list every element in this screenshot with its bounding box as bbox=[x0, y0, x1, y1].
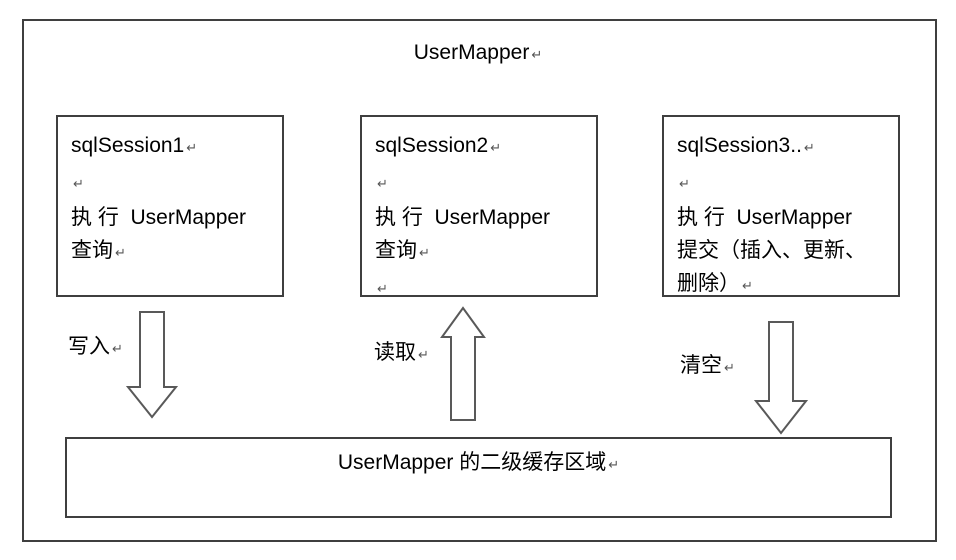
session-box-body-line: 删除）↵ bbox=[677, 267, 885, 295]
blank-line: ↵ bbox=[375, 165, 583, 201]
paragraph-mark-icon: ↵ bbox=[419, 246, 430, 261]
write-arrow-down-icon bbox=[126, 311, 178, 419]
body-text: 删除） bbox=[677, 272, 740, 295]
session-box-sqlsession3: sqlSession3..↵ ↵ 执 行 UserMapper 提交（插入、更新… bbox=[662, 115, 900, 297]
blank-line: ↵ bbox=[71, 165, 269, 201]
paragraph-mark-icon: ↵ bbox=[490, 141, 502, 156]
read-label: 读取↵ bbox=[374, 340, 429, 369]
label-text: 读取 bbox=[374, 341, 416, 364]
paragraph-mark-icon: ↵ bbox=[679, 177, 690, 192]
paragraph-mark-icon: ↵ bbox=[418, 348, 429, 363]
session-box-body-line: 执 行 UserMapper bbox=[677, 201, 885, 234]
body-text: 执 行 UserMapper bbox=[375, 206, 551, 229]
read-arrow-up-icon bbox=[440, 306, 486, 421]
session-box-title-line: sqlSession1↵ bbox=[71, 129, 269, 165]
session-box-body-line: 查询↵ bbox=[71, 234, 269, 270]
second-level-cache-box: UserMapper 的二级缓存区域↵ bbox=[65, 437, 892, 518]
label-text: 清空 bbox=[680, 354, 722, 377]
clear-label: 清空↵ bbox=[680, 353, 735, 382]
paragraph-mark-icon: ↵ bbox=[73, 177, 84, 192]
write-label: 写入↵ bbox=[68, 334, 123, 363]
blank-line: ↵ bbox=[375, 270, 583, 297]
paragraph-mark-icon: ↵ bbox=[531, 48, 543, 63]
session-box-body-line: 执 行 UserMapper bbox=[71, 201, 269, 234]
diagram-title-text: UserMapper bbox=[413, 41, 530, 64]
body-text: 执 行 UserMapper bbox=[71, 206, 247, 229]
session-box-sqlsession1: sqlSession1↵ ↵ 执 行 UserMapper 查询↵ bbox=[56, 115, 284, 297]
session-box-body-line: 查询↵ bbox=[375, 234, 583, 270]
paragraph-mark-icon: ↵ bbox=[803, 141, 815, 156]
cache-box-label: UserMapper 的二级缓存区域 bbox=[337, 451, 607, 474]
session-box-body-line: 提交（插入、更新、 bbox=[677, 234, 885, 267]
session-box-sqlsession2: sqlSession2↵ ↵ 执 行 UserMapper 查询↵ ↵ bbox=[360, 115, 598, 297]
body-text: 提交（插入、更新、 bbox=[677, 239, 866, 262]
body-text: 查询 bbox=[375, 239, 417, 262]
paragraph-mark-icon: ↵ bbox=[112, 342, 123, 357]
blank-line: ↵ bbox=[677, 165, 885, 201]
session-box-title: sqlSession2 bbox=[375, 134, 489, 157]
label-text: 写入 bbox=[68, 335, 110, 358]
session-box-title-line: sqlSession2↵ bbox=[375, 129, 583, 165]
session-box-title: sqlSession3.. bbox=[677, 134, 802, 157]
clear-arrow-down-icon bbox=[754, 321, 808, 435]
body-text: 查询 bbox=[71, 239, 113, 262]
body-text: 执 行 UserMapper bbox=[677, 206, 853, 229]
paragraph-mark-icon: ↵ bbox=[724, 361, 735, 376]
session-box-title: sqlSession1 bbox=[71, 134, 185, 157]
paragraph-mark-icon: ↵ bbox=[115, 246, 126, 261]
session-box-title-line: sqlSession3..↵ bbox=[677, 129, 885, 165]
paragraph-mark-icon: ↵ bbox=[377, 177, 388, 192]
diagram-title: UserMapper↵ bbox=[0, 40, 956, 69]
paragraph-mark-icon: ↵ bbox=[742, 279, 753, 294]
paragraph-mark-icon: ↵ bbox=[186, 141, 198, 156]
session-box-body-line: 执 行 UserMapper bbox=[375, 201, 583, 234]
paragraph-mark-icon: ↵ bbox=[377, 282, 388, 297]
paragraph-mark-icon: ↵ bbox=[608, 458, 620, 473]
